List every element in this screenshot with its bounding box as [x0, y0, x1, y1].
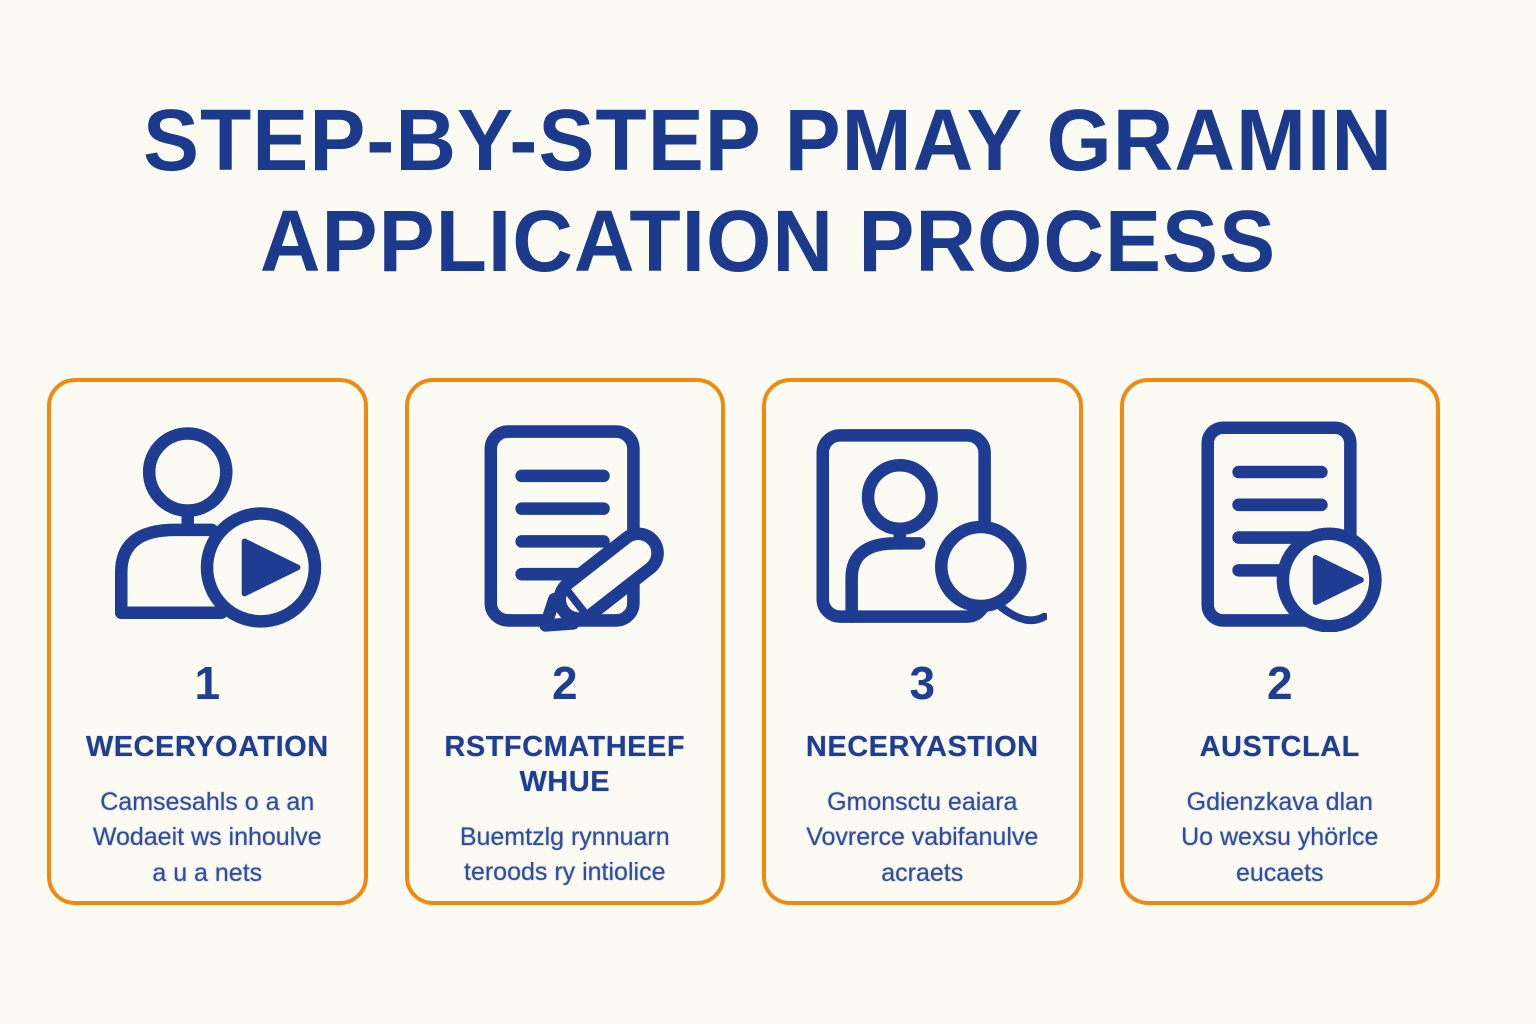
step-description: Buemtzlg rynnuarn teroods ry intiolice — [459, 822, 670, 887]
steps-row: 1 WECERYOATION Camsesahls o a an Wodaeit… — [47, 378, 1440, 905]
page-title-line-2: APPLICATION PROCESS — [259, 192, 1277, 291]
page-title-line-1: STEP-BY-STEP PMAY GRAMIN — [142, 90, 1394, 189]
step-description: Gmonsctu eaiara Vovrerce vabifanulve acr… — [806, 787, 1039, 887]
step-description: Gdienzkava dlan Uo wexsu yhörlce eucaets — [1181, 787, 1379, 887]
document-play-icon — [1140, 420, 1421, 632]
photo-verification-icon — [782, 420, 1063, 632]
step-number: 1 — [194, 657, 221, 709]
page-title: STEP-BY-STEP PMAY GRAMIN APPLICATION PRO… — [0, 0, 1536, 293]
step-card-2: 2 RSTFCMATHEEF WHUE Buemtzlg rynnuarn te… — [404, 378, 725, 905]
step-number: 3 — [909, 657, 936, 709]
step-title: AUSTCLAL — [1199, 731, 1360, 763]
step-card-4: 2 AUSTCLAL Gdienzkava dlan Uo wexsu yhör… — [1119, 378, 1440, 905]
step-title: WECERYOATION — [85, 731, 329, 763]
step-card-1: 1 WECERYOATION Camsesahls o a an Wodaeit… — [47, 378, 368, 905]
form-pen-icon — [425, 420, 706, 632]
step-description: Camsesahls o a an Wodaeit ws inhoulve a … — [92, 787, 322, 887]
person-play-icon — [67, 420, 348, 632]
step-title: NECERYASTION — [805, 731, 1039, 763]
step-number: 2 — [551, 657, 578, 709]
step-title: RSTFCMATHEEF WHUE — [444, 731, 686, 798]
step-card-3: 3 NECERYASTION Gmonsctu eaiara Vovrerce … — [762, 378, 1083, 905]
step-number: 2 — [1266, 657, 1293, 709]
